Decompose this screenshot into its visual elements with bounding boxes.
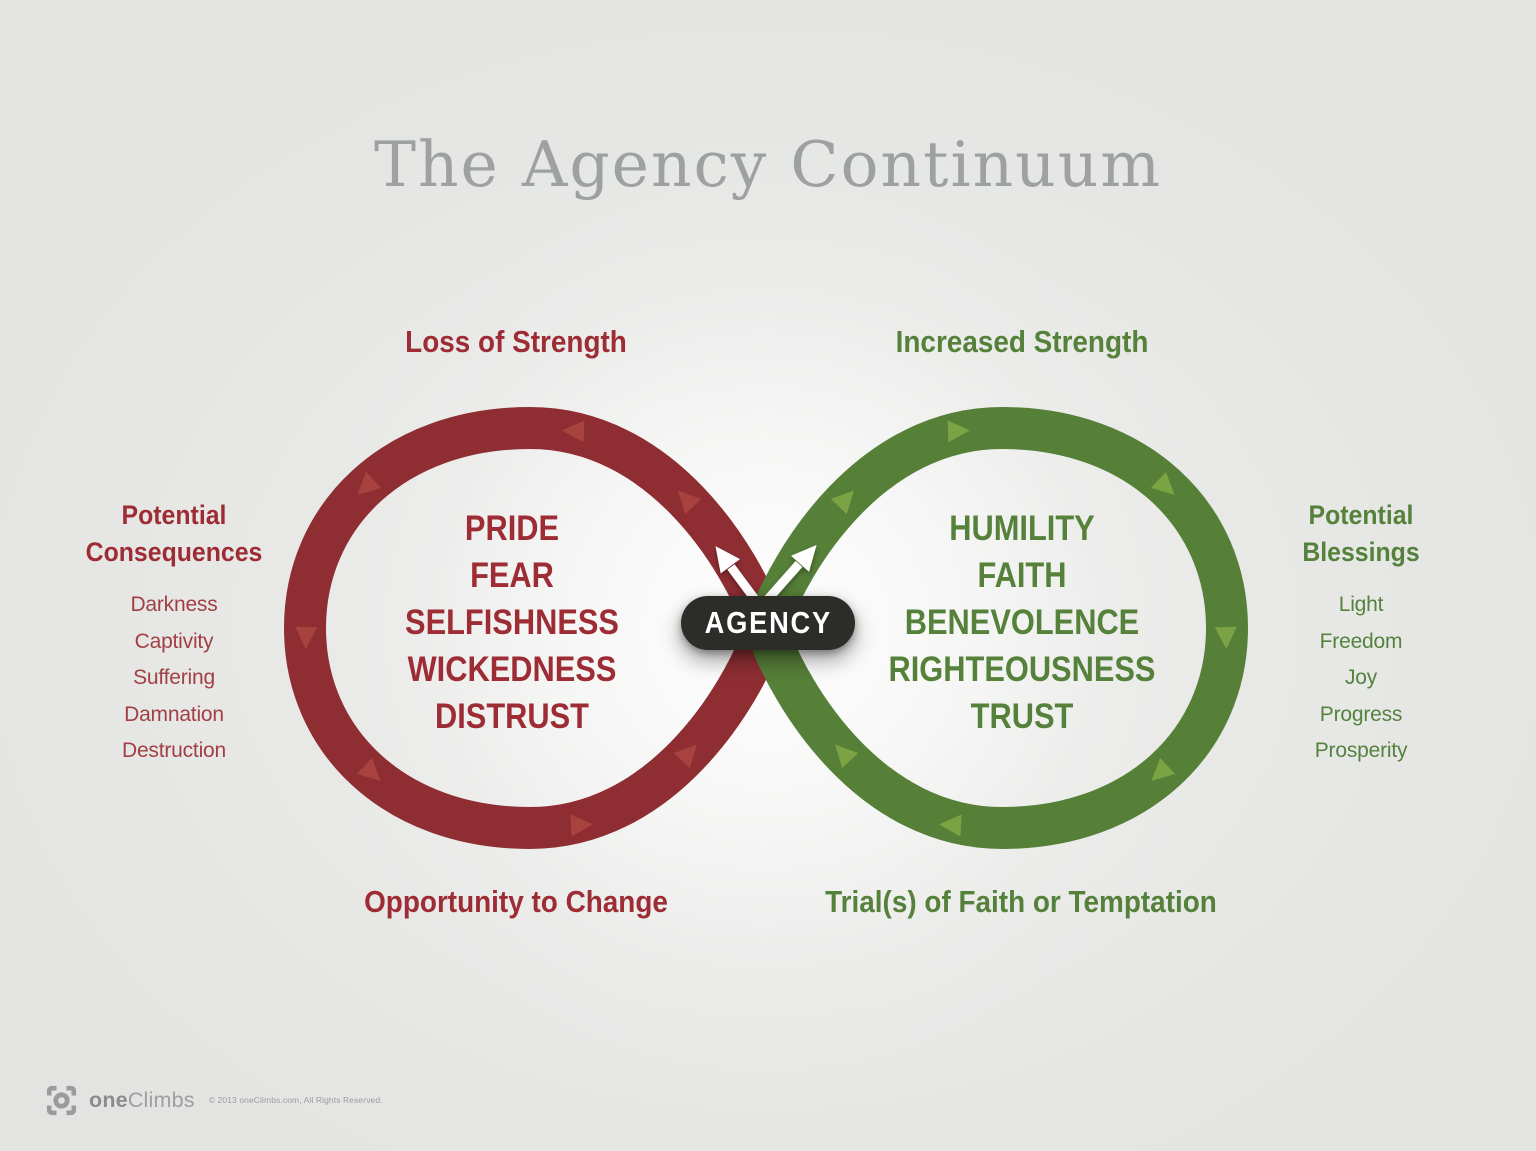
loop-word: WICKEDNESS — [407, 650, 617, 689]
left-loop-bottom-label: Opportunity to Change — [364, 884, 668, 919]
red-ring-direction-arrows — [295, 420, 702, 837]
loop-word: RIGHTEOUSNESS — [888, 650, 1156, 689]
side-heading-line: Potential — [1308, 500, 1414, 530]
oneclimbs-logo-icon — [46, 1085, 77, 1115]
loop-word: DISTRUST — [435, 697, 589, 736]
loop-word: TRUST — [970, 697, 1074, 736]
ring-direction-arrow-icon — [1150, 471, 1175, 495]
side-heading-line: Blessings — [1302, 537, 1420, 567]
ring-direction-arrow-icon — [947, 420, 970, 443]
loop-word: PRIDE — [464, 509, 560, 548]
side-list-item: Captivity — [134, 629, 214, 653]
side-list-item: Freedom — [1319, 629, 1403, 653]
side-list-item: Joy — [1344, 666, 1378, 689]
loop-word: FEAR — [470, 556, 554, 595]
loop-word: HUMILITY — [949, 509, 1095, 548]
agency-badge: AGENCY — [681, 596, 855, 650]
side-heading-line: Consequences — [85, 537, 263, 567]
loop-word: FAITH — [977, 556, 1067, 595]
side-list-item: Damnation — [124, 702, 224, 726]
ring-direction-arrow-icon — [677, 490, 702, 515]
right-loop-bottom-label: Trial(s) of Faith or Temptation — [825, 884, 1217, 919]
ring-direction-arrow-icon — [830, 490, 855, 515]
left-loop-top-label: Loss of Strength — [405, 324, 627, 359]
footer-brand: oneClimbs © 2013 oneClimbs.com, All Righ… — [46, 1082, 383, 1118]
page-title: The Agency Continuum — [373, 128, 1163, 201]
ring-direction-arrow-icon — [295, 626, 318, 649]
side-list-item: Suffering — [133, 666, 215, 689]
copyright-text: © 2013 oneClimbs.com, All Rights Reserve… — [208, 1095, 383, 1105]
loop-word: SELFISHNESS — [405, 603, 619, 642]
ring-direction-arrow-icon — [1151, 757, 1176, 781]
side-list-item: Prosperity — [1314, 739, 1408, 762]
side-list-item: Darkness — [130, 593, 218, 616]
side-list-item: Destruction — [121, 739, 226, 762]
right-loop-word-list: HUMILITY FAITH BENEVOLENCE RIGHTEOUSNESS TRU… — [837, 505, 1207, 740]
side-list-item: Progress — [1319, 702, 1403, 726]
brand-prefix: one — [89, 1087, 128, 1112]
ring-direction-arrow-icon — [570, 814, 593, 837]
right-loop-top-label: Increased Strength — [895, 324, 1149, 359]
ring-direction-arrow-icon — [356, 757, 381, 781]
ring-direction-arrow-icon — [835, 744, 859, 769]
ring-direction-arrow-icon — [939, 814, 962, 837]
brand-suffix: Climbs — [127, 1087, 195, 1112]
side-list-item: Light — [1338, 593, 1384, 616]
ring-direction-arrow-icon — [562, 420, 585, 443]
ring-direction-arrow-icon — [673, 744, 697, 769]
brand-wordmark: oneClimbs — [89, 1088, 195, 1113]
loop-word: BENEVOLENCE — [904, 603, 1140, 642]
side-heading-line: Potential — [121, 500, 227, 530]
agency-badge-label: AGENCY — [704, 605, 832, 640]
green-ring-direction-arrows — [830, 420, 1237, 837]
left-loop-word-list: PRIDE FEAR SELFISHNESS WICKEDNESS DISTRUST — [327, 505, 697, 740]
ring-direction-arrow-icon — [357, 471, 382, 495]
ring-direction-arrow-icon — [1214, 626, 1237, 649]
